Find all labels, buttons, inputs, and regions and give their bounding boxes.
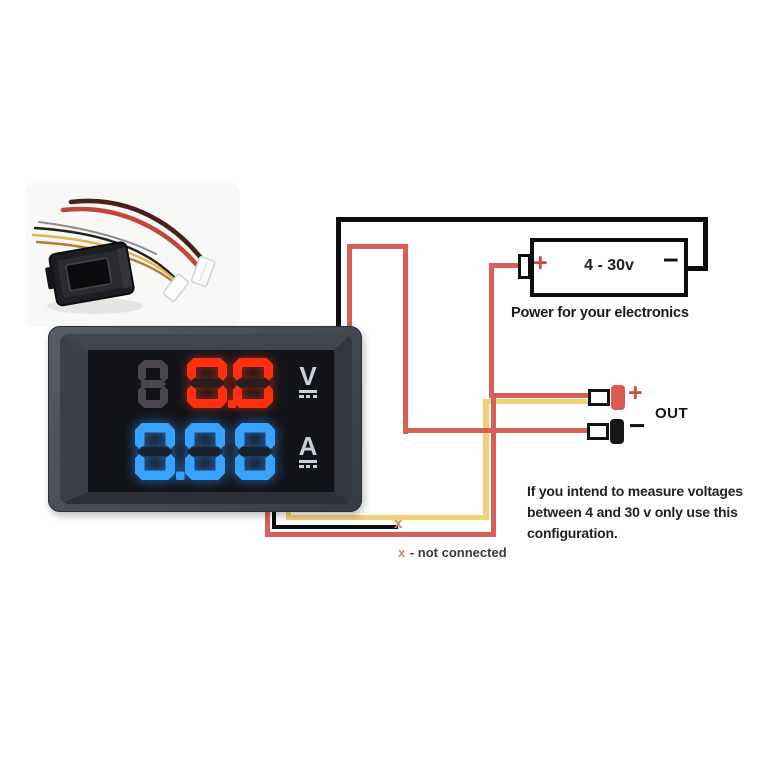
wire-red-to-out-plus	[489, 393, 591, 398]
out-plus-connector	[588, 389, 610, 406]
out-minus-connector	[587, 423, 609, 440]
battery-plus-sign: +	[533, 249, 548, 277]
out-plus-cap	[611, 385, 625, 410]
current-unit: A	[293, 431, 323, 468]
photo-meter-module	[45, 241, 135, 307]
out-label: OUT	[655, 405, 689, 422]
note-x-marker: x	[398, 545, 406, 560]
seven-segment-display	[135, 358, 275, 480]
photo-wire-black-thick	[68, 198, 204, 261]
photo-wire-red-thick	[60, 206, 199, 267]
voltage-unit-letter: V	[299, 361, 317, 391]
product-photo	[25, 182, 240, 327]
wire-black-top	[336, 217, 708, 222]
wire-red-sense-down	[403, 244, 408, 434]
photo-connector-2pin	[190, 255, 216, 288]
wire-red-sense-top	[347, 244, 408, 249]
power-source-box: 4 - 30v	[530, 238, 688, 297]
meter-display-window: V A	[88, 350, 334, 492]
wire-yellow-to-out-plus	[483, 399, 591, 404]
out-minus-cap	[610, 419, 624, 444]
wire-yellow-bottom	[286, 515, 489, 520]
power-source-voltage-range: 4 - 30v	[584, 257, 634, 274]
wire-black-to-battery-minus	[688, 266, 706, 271]
wire-red-battery-plus	[489, 263, 520, 268]
out-plus-sign: +	[628, 379, 643, 407]
wire-red-sense-up	[347, 247, 352, 327]
battery-minus-sign: −	[663, 245, 679, 275]
wire-red-to-out-minus	[403, 428, 590, 433]
meter-bezel: V A	[60, 334, 352, 504]
wire-red-bottom	[265, 532, 496, 537]
instruction-line-3: configuration.	[527, 525, 618, 541]
current-unit-letter: A	[298, 431, 318, 461]
wire-black-not-connected	[272, 525, 398, 529]
dc-symbol-icon	[299, 390, 317, 398]
out-minus-sign: −	[629, 410, 646, 441]
power-source-caption: Power for your electronics	[511, 305, 689, 321]
not-connected-note: x - not connected	[398, 545, 507, 560]
instruction-line-2: between 4 and 30 v only use this	[527, 504, 738, 520]
instruction-text: If you intend to measure voltages betwee…	[527, 481, 768, 544]
wire-black-right-down	[703, 217, 708, 271]
photo-wire-gray-thin	[38, 221, 157, 255]
wire-red-power-vertical	[491, 396, 496, 536]
wire-black-meter-stub	[272, 505, 276, 529]
not-connected-marker: x	[394, 515, 403, 532]
instruction-line-1: If you intend to measure voltages	[527, 483, 743, 499]
wire-red-battery-down	[489, 263, 494, 398]
battery-plus-terminal	[518, 254, 531, 279]
panel-meter: V A	[48, 326, 362, 512]
wire-yellow-vertical	[483, 399, 489, 520]
dc-symbol-icon	[299, 460, 317, 468]
wire-red-meter-stub	[265, 505, 270, 537]
photo-connector-3pin	[162, 273, 190, 302]
voltage-unit: V	[293, 361, 323, 398]
note-text: - not connected	[409, 545, 507, 560]
wire-black-meter-up	[336, 221, 341, 328]
